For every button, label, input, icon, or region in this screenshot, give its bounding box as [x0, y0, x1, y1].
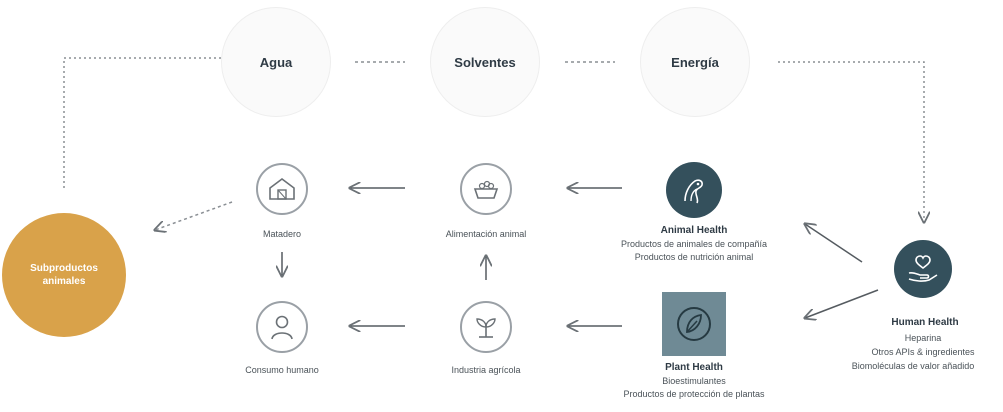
human-health-line-2: Otros APIs & ingredientes — [871, 347, 975, 357]
byproducts-circle: Subproductos animales — [2, 213, 126, 337]
sprout-icon — [476, 318, 496, 338]
resource-solventes: Solventes — [430, 7, 540, 117]
leaf-icon — [677, 307, 711, 341]
resource-agua-label: Agua — [259, 54, 293, 70]
resource-energia-label: Energía — [671, 54, 719, 70]
animal-health-title: Animal Health — [660, 225, 728, 236]
plant-health-title: Plant Health — [665, 362, 723, 373]
human-health-line-1: Heparina — [904, 333, 942, 343]
arrow-human-plant — [805, 289, 879, 318]
animal-health-icon-circle — [666, 162, 722, 218]
animal-health-line-2: Productos de nutrición animal — [634, 252, 754, 262]
barn-icon — [269, 178, 295, 200]
consumo-node — [256, 301, 308, 353]
resource-agua: Agua — [221, 7, 331, 117]
human-health-line-3: Biomoléculas de valor añadido — [851, 361, 975, 371]
pet-bowl-icon — [473, 180, 499, 199]
alimentacion-node — [460, 163, 512, 215]
industria-node — [460, 301, 512, 353]
alimentacion-label: Alimentación animal — [445, 229, 527, 239]
industria-label: Industria agrícola — [451, 365, 521, 375]
resource-solventes-label: Solventes — [454, 54, 516, 70]
matadero-label: Matadero — [262, 229, 302, 239]
animal-health-line-1: Productos de animales de compañía — [620, 239, 768, 249]
resource-energia: Energía — [640, 7, 750, 117]
byproducts-line2: animales — [42, 276, 86, 287]
plant-health-icon-square — [662, 292, 726, 356]
human-health-title: Human Health — [891, 317, 959, 328]
consumo-label: Consumo humano — [245, 365, 319, 375]
plant-health-line-1: Bioestimulantes — [662, 376, 726, 386]
person-icon — [271, 315, 293, 340]
byproducts-line1: Subproductos — [30, 263, 98, 274]
dotted-loop-left — [63, 57, 230, 188]
plant-health-line-2: Productos de protección de plantas — [623, 389, 765, 399]
dog-icon — [684, 179, 703, 204]
human-health-icon-circle — [894, 240, 952, 298]
dotted-loop-right — [778, 61, 924, 222]
dotted-matadero-byproducts — [155, 201, 233, 230]
matadero-node — [256, 163, 308, 215]
arrow-human-animal — [805, 224, 863, 263]
heart-hand-icon — [908, 255, 938, 282]
